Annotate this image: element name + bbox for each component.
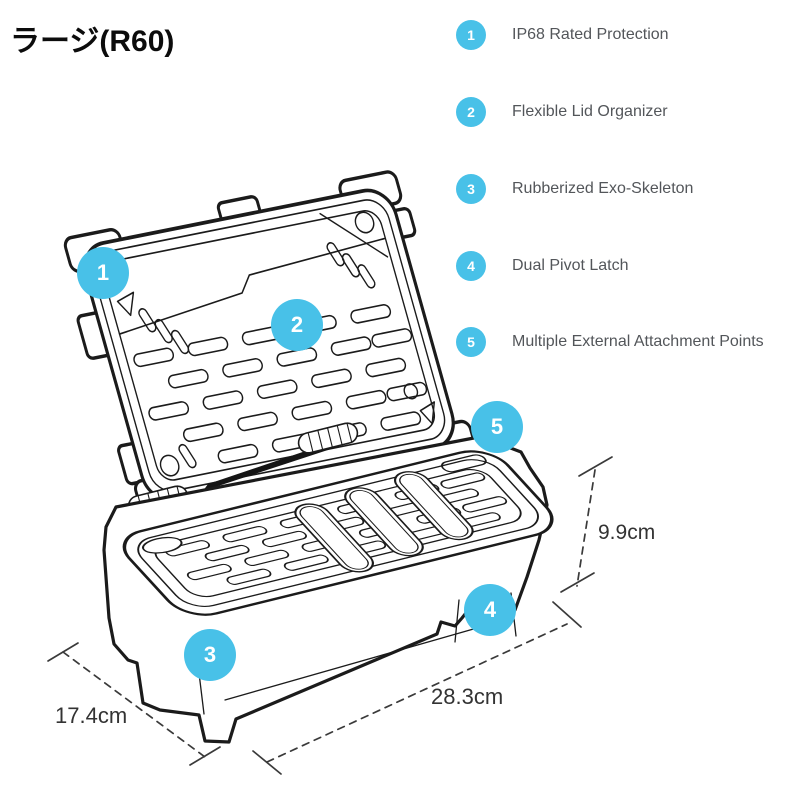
dimension-height: 9.9cm: [598, 521, 656, 544]
feature-number-badge: 3: [456, 174, 486, 204]
feature-label: IP68 Rated Protection: [512, 26, 669, 43]
feature-label: Rubberized Exo-Skeleton: [512, 180, 694, 197]
page-title: ラージ(R60): [10, 25, 175, 58]
feature-number-badge: 2: [456, 97, 486, 127]
dimension-depth: 17.4cm: [55, 703, 128, 728]
feature-label: Dual Pivot Latch: [512, 257, 629, 274]
feature-number-badge: 5: [456, 327, 486, 357]
feature-item-1: 1 IP68 Rated Protection: [456, 20, 669, 50]
feature-number-badge: 1: [456, 20, 486, 50]
body-drawing: [102, 435, 554, 744]
lid-drawing: [63, 170, 476, 517]
callout-1-lid-protection: 1: [77, 247, 129, 299]
dimension-length: 28.3cm: [431, 684, 504, 709]
feature-number-badge: 4: [456, 251, 486, 281]
feature-item-2: 2 Flexible Lid Organizer: [456, 97, 668, 127]
feature-label: Multiple External Attachment Points: [512, 333, 764, 350]
feature-item-3: 3 Rubberized Exo-Skeleton: [456, 174, 693, 204]
feature-item-4: 4 Dual Pivot Latch: [456, 251, 629, 281]
callout-3-exo-skeleton: 3: [184, 629, 236, 681]
dimension-lines: [47, 456, 613, 775]
callout-5-attachment-point: 5: [471, 401, 523, 453]
feature-label: Flexible Lid Organizer: [512, 103, 668, 120]
feature-item-5: 5 Multiple External Attachment Points: [456, 327, 764, 357]
callout-2-lid-organizer: 2: [271, 299, 323, 351]
callout-4-pivot-latch: 4: [464, 584, 516, 636]
